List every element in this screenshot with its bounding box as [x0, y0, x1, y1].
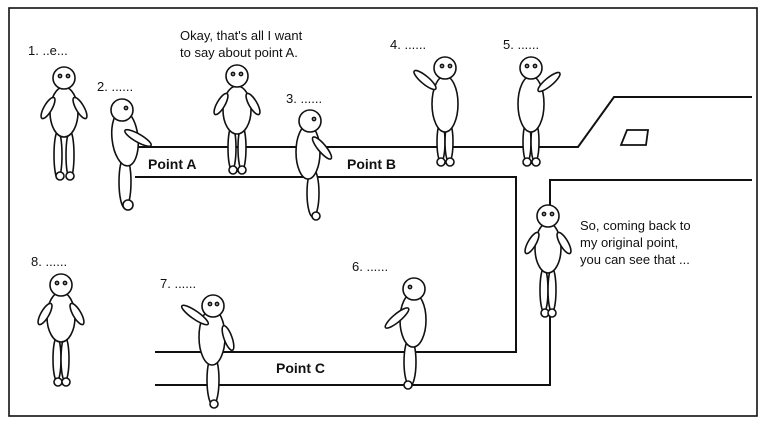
label-3: 3. ...... — [286, 91, 322, 106]
speech-a-line2: to say about point A. — [180, 45, 298, 60]
figure-3 — [295, 109, 333, 221]
label-8: 8. ...... — [31, 254, 67, 269]
road-inner-edge — [135, 176, 517, 353]
figure-speaker-a — [213, 64, 261, 175]
diagram-frame — [8, 7, 758, 417]
figure-8 — [37, 273, 85, 387]
label-4: 4. ...... — [390, 37, 426, 52]
figure-6 — [384, 277, 427, 390]
speech-back-line1: So, coming back to — [580, 218, 691, 233]
figure-1 — [40, 66, 88, 181]
point-c-label: Point C — [276, 360, 325, 376]
speech-back-line3: you can see that ... — [580, 252, 690, 267]
figure-speaker-back — [524, 204, 572, 318]
arrow-sign-shape — [619, 129, 650, 146]
point-a-label: Point A — [148, 156, 196, 172]
label-7: 7. ...... — [160, 276, 196, 291]
label-6: 6. ...... — [352, 259, 388, 274]
speech-a-line1: Okay, that's all I want — [180, 28, 303, 43]
speech-back-line2: my original point, — [580, 235, 678, 250]
point-b-label: Point B — [347, 156, 396, 172]
figure-2 — [110, 98, 152, 211]
road-outer-edge — [155, 179, 752, 386]
label-2: 2. ...... — [97, 79, 133, 94]
figure-7 — [180, 294, 235, 409]
label-5: 5. ...... — [503, 37, 539, 52]
label-1: 1. ..e... — [28, 43, 68, 58]
road-upper-edge — [122, 96, 752, 148]
figure-5 — [517, 56, 561, 167]
figure-4 — [413, 56, 459, 167]
